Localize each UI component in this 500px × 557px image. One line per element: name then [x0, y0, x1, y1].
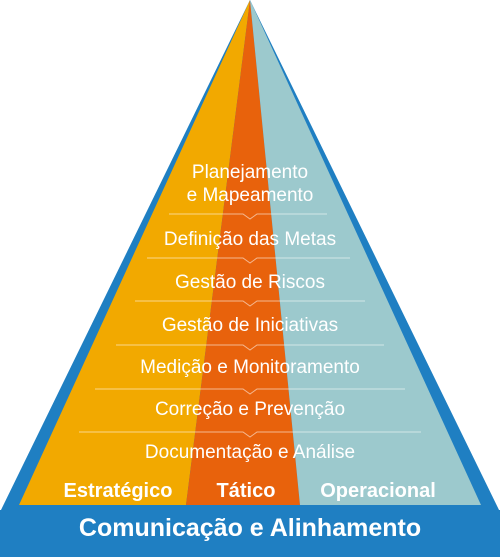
layer-6-label: Correção e Prevenção	[154, 399, 346, 420]
layer-4-label: Gestão de Iniciativas	[161, 315, 339, 336]
strategic-column-label: Estratégico	[63, 480, 173, 502]
layer-2-label: Definição das Metas	[163, 229, 337, 250]
layer-5-label: Medição e Monitoramento	[140, 357, 360, 378]
separator-2	[147, 257, 350, 264]
layer-1-label-line2: e Mapeamento	[186, 185, 314, 206]
layer-separators	[79, 213, 421, 438]
strategic-section	[19, 0, 250, 505]
operational-section	[250, 0, 481, 505]
separator-1	[169, 213, 327, 220]
base-bar	[0, 510, 500, 557]
separator-4	[116, 344, 384, 351]
tactical-section	[186, 0, 300, 505]
layer-1-label-line1: Planejamento	[191, 162, 309, 183]
separator-6	[79, 431, 421, 438]
separator-5	[95, 388, 405, 395]
operational-column-label: Operacional	[320, 480, 436, 502]
layer-7-label: Documentação e Análise	[144, 442, 356, 463]
layer-3-label: Gestão de Riscos	[175, 272, 325, 293]
base-label: Comunicação e Alinhamento	[78, 514, 422, 542]
separator-3	[135, 300, 365, 307]
tactical-column-label: Tático	[216, 480, 276, 502]
